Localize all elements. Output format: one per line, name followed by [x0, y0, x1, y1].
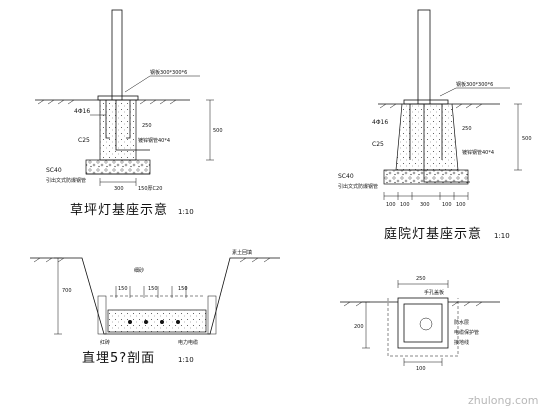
label-conc: C25	[78, 137, 90, 144]
label-base-note: 150厚C20	[138, 186, 162, 192]
dim-bottom	[383, 192, 469, 200]
ground-hatch	[379, 103, 483, 109]
label-r1: 防水层	[454, 319, 469, 326]
lawn-lamp-detail: 300 500 250 钢板300*300*6 4Φ16 C25 镀锌钢管40*…	[35, 9, 223, 218]
dim-height	[206, 99, 214, 161]
label-sand: 细砂	[134, 267, 144, 274]
base-plate	[403, 99, 449, 105]
label-r2: 电缆保护管	[454, 329, 479, 336]
dim-250-label: 250	[142, 123, 152, 129]
dim-height	[362, 301, 370, 349]
label-rebar: 4Φ16	[372, 119, 388, 126]
lawn-scale: 1:10	[178, 208, 194, 216]
dim-w250: 250	[416, 276, 426, 282]
trench-profile	[30, 257, 280, 335]
label-pipe: 镀锌钢管40*4	[138, 137, 170, 144]
label-plate: 钢板300*300*6	[456, 81, 493, 88]
dim-height-label: 500	[213, 128, 223, 134]
dim-h200: 200	[354, 324, 364, 330]
court-title: 庭院灯基座示意	[384, 226, 482, 242]
label-note-left: 引出文式防爆钢管	[338, 183, 378, 190]
dim-b4: 100	[442, 202, 452, 208]
anchor-bolts	[105, 100, 131, 139]
ground-hatch	[37, 99, 177, 105]
court-lamp-detail: 100 100 300 100 100 500 250 钢板300*300*6 …	[338, 9, 532, 242]
trench-section: 700 150 150 150 素土回填 细砂 电力电缆 红砖 直埋5?剖面 1…	[30, 249, 280, 366]
foundation-concrete	[395, 103, 459, 171]
label-base: SC40	[338, 173, 354, 180]
gravel-base	[85, 159, 151, 175]
trench-title: 直埋5?剖面	[82, 351, 155, 366]
dim-250-label: 250	[462, 126, 472, 132]
label-pipe: 镀锌钢管40*4	[462, 149, 494, 156]
label-cable: 电力电缆	[178, 339, 198, 346]
excavation-line	[387, 298, 459, 357]
trench-wall-right	[207, 295, 217, 335]
bricks	[115, 286, 187, 298]
cable-loop	[419, 317, 433, 331]
label-base: SC40	[46, 167, 62, 174]
dim-b5: 100	[456, 202, 466, 208]
cable-4	[176, 320, 180, 324]
dim-bottom	[403, 358, 443, 366]
foundation-concrete	[99, 99, 137, 161]
dim-top	[397, 280, 449, 288]
dim-depth-label: 700	[62, 288, 72, 294]
gravel-base	[383, 169, 469, 185]
ground-hatch	[33, 257, 271, 263]
box-wall-outer	[397, 297, 449, 349]
court-scale: 1:10	[494, 232, 510, 240]
lamp-post	[111, 9, 123, 101]
trench-wall-left	[97, 295, 107, 335]
box-cavity	[403, 303, 443, 343]
trench-scale: 1:10	[178, 356, 194, 364]
cable-3	[160, 320, 164, 324]
label-note-left: 引出文式防爆钢管	[46, 177, 86, 184]
dim-width-label: 300	[114, 186, 124, 192]
sand-bed	[107, 309, 207, 333]
dim-150-b: 150	[148, 286, 158, 292]
leader-plate	[439, 87, 510, 97]
ground-hatch	[343, 301, 483, 307]
label-rebar: 4Φ16	[74, 108, 90, 115]
leader-plate	[124, 75, 200, 93]
dim-depth	[54, 257, 62, 335]
cable-2	[144, 320, 148, 324]
dim-width	[99, 178, 137, 186]
anchor-bolts	[409, 104, 443, 160]
dim-150-a: 150	[118, 286, 128, 292]
lamp-post	[417, 9, 431, 105]
dim-b3: 300	[420, 202, 430, 208]
dim-height-label: 500	[522, 136, 532, 142]
watermark: zhulong.com	[468, 394, 538, 407]
label-cover: 手孔盖板	[424, 289, 444, 296]
label-brick: 红砖	[100, 339, 110, 346]
dim-b1: 100	[386, 202, 396, 208]
dim-height	[514, 103, 522, 171]
handhole-section: 250 100 200 手孔盖板 防水层 电缆保护管 接地线	[340, 276, 500, 372]
label-top: 素土回填	[232, 249, 252, 256]
dim-w100: 100	[416, 366, 426, 372]
base-plate	[97, 95, 139, 101]
dim-150-c: 150	[178, 286, 188, 292]
cable-1	[128, 320, 132, 324]
dim-b2: 100	[400, 202, 410, 208]
label-conc: C25	[372, 141, 384, 148]
label-r3: 接地线	[454, 339, 469, 346]
label-plate: 钢板300*300*6	[150, 69, 187, 76]
conduit-pipe	[115, 100, 150, 151]
lawn-title: 草坪灯基座示意	[70, 202, 168, 218]
